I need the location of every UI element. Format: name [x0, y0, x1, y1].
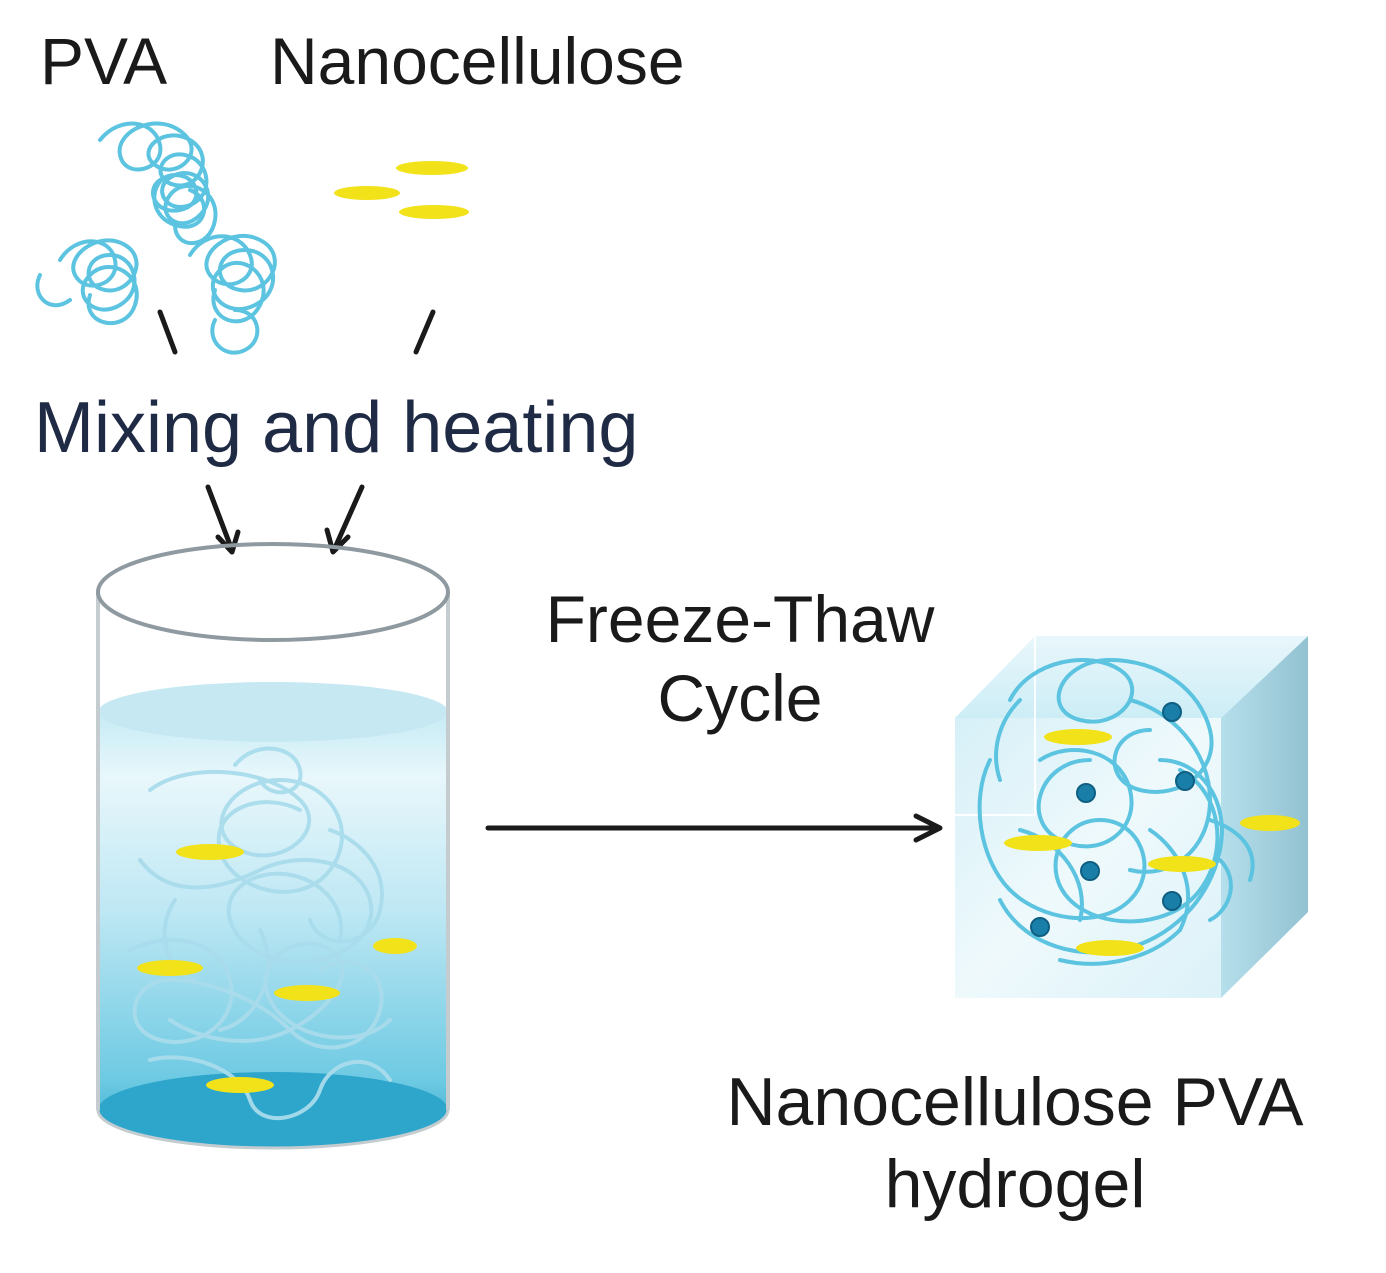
feed-lines [157, 309, 436, 355]
hydrogel-label: Nanocellulose PVA hydrogel [650, 1062, 1380, 1225]
hydrogel-cube-icon [955, 636, 1308, 998]
pva-coils-icon [35, 121, 277, 355]
mixing-heating-label: Mixing and heating [34, 388, 639, 468]
nanocellulose-pills-icon [334, 161, 469, 219]
freeze-thaw-line2: Cycle [657, 661, 823, 736]
beaker-icon [96, 542, 450, 1150]
freeze-thaw-line1: Freeze-Thaw [545, 582, 935, 656]
freeze-thaw-label: Freeze-Thaw Cycle [480, 580, 1000, 738]
process-arrow-icon [485, 813, 943, 843]
input-arrows-icon [205, 484, 365, 555]
nanocellulose-label: Nanocellulose [270, 24, 685, 98]
hydrogel-line2: hydrogel [884, 1145, 1146, 1222]
pva-label: PVA [40, 24, 168, 98]
hydrogel-line1: Nanocellulose PVA [726, 1064, 1304, 1140]
